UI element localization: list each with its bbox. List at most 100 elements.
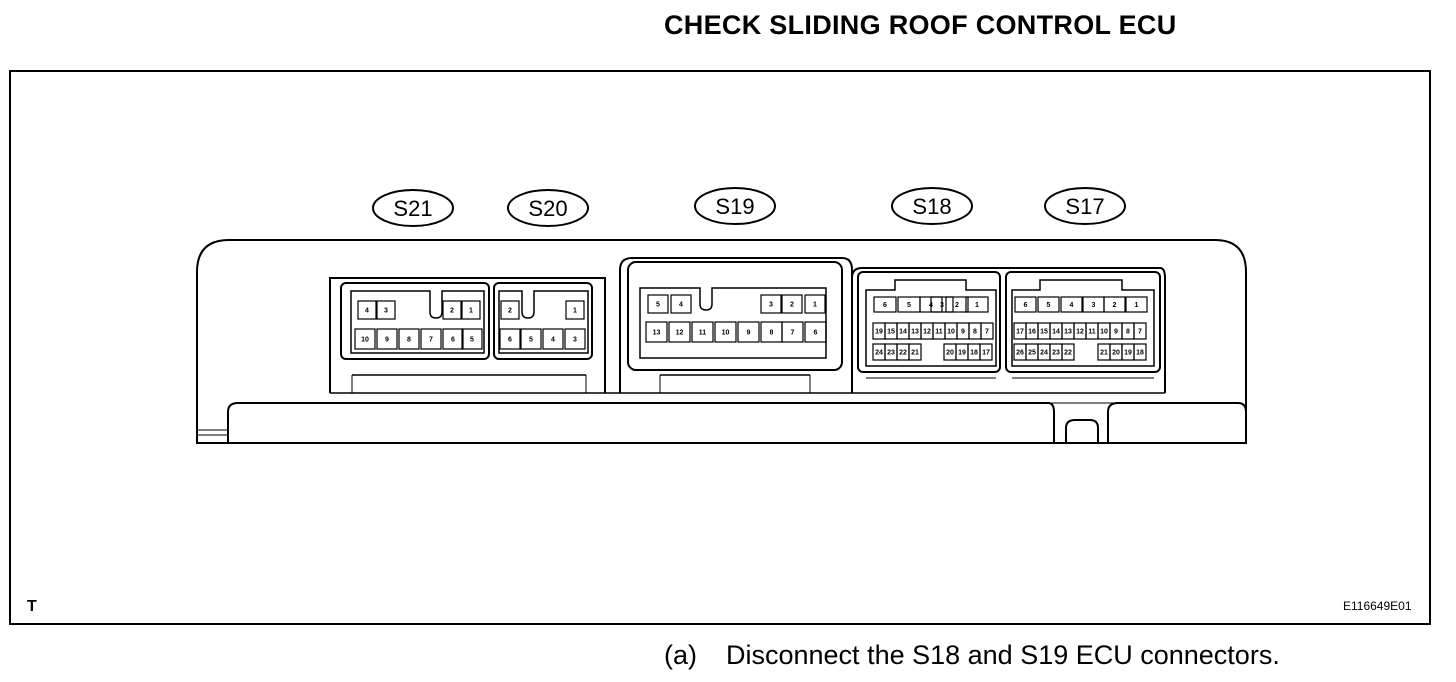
s18-pin-7: 7 — [985, 329, 989, 336]
s19-pin-9: 9 — [747, 330, 751, 337]
s18-pin-23: 23 — [887, 350, 895, 357]
connector-label-s18: S18 — [912, 194, 951, 219]
s17-pin-23: 23 — [1052, 350, 1060, 357]
s21-pin-10-cell — [354, 328, 376, 350]
s18-pin-21: 21 — [911, 350, 919, 357]
s19-pin-9-cell — [737, 321, 760, 343]
s18-pin-10: 10 — [947, 329, 955, 336]
s21-pin-3-cell — [376, 300, 396, 320]
s17-pin-19: 19 — [1124, 350, 1132, 357]
s18-pin-3-cell — [930, 296, 954, 313]
s17-pin-6-cell — [1014, 296, 1037, 313]
s18-pin-12: 12 — [923, 329, 931, 336]
s21-pin-7: 7 — [429, 337, 433, 344]
s18-pin-15: 15 — [887, 329, 895, 336]
s17-pin-4-cell — [1060, 296, 1083, 313]
s17-pin-6: 6 — [1024, 302, 1028, 309]
s17-pin-8: 8 — [1126, 329, 1130, 336]
s18-pin-1-cell — [965, 296, 989, 313]
step-letter: (a) — [664, 640, 697, 670]
s20-pin-2: 2 — [508, 308, 512, 315]
s17-pin-16: 16 — [1028, 329, 1036, 336]
s19-pin-13-cell — [645, 321, 668, 343]
s19-pin-11-cell — [691, 321, 714, 343]
s19-pin-2-cell — [781, 294, 803, 314]
s21-pin-1-cell — [461, 300, 481, 320]
s17-pin-11: 11 — [1088, 329, 1096, 336]
s18-pin-21-cell — [908, 343, 922, 361]
s19-pin-13: 13 — [653, 330, 661, 337]
s17-pin-5: 5 — [1047, 302, 1051, 309]
connector-label-s20: S20 — [528, 196, 567, 221]
s21-pin-8-cell — [398, 328, 420, 350]
connector-labels: S21 S20 S19 S18 S17 — [372, 187, 1126, 227]
s17-pin-7-cell — [1133, 322, 1147, 340]
s18-pin-1: 1 — [975, 302, 979, 309]
s17-pin-14: 14 — [1052, 329, 1060, 336]
figure-id: E116649E01 — [1343, 599, 1412, 613]
instruction-step: (a) Disconnect the S18 and S19 ECU connec… — [664, 640, 1280, 671]
s19-pin-5-cell — [647, 294, 669, 314]
s17-pin-22-cell — [1061, 343, 1075, 361]
s17-pin-10: 10 — [1100, 329, 1108, 336]
s20-pin-1-cell — [565, 300, 585, 320]
s18-pin-8: 8 — [973, 329, 977, 336]
s19-pin-12-cell — [668, 321, 691, 343]
s19-pin-4-cell — [670, 294, 692, 314]
s19-pin-3: 3 — [769, 302, 773, 309]
s18-pin-2-cell — [945, 296, 969, 313]
s21-pin-5: 5 — [470, 337, 474, 344]
s17-pin-12: 12 — [1076, 329, 1084, 336]
s18-pin-14: 14 — [899, 329, 907, 336]
s17-pin-7: 7 — [1138, 329, 1142, 336]
s18-pin-17-cell — [979, 343, 993, 361]
s17-pin-20: 20 — [1112, 350, 1120, 357]
s17-pin-1-cell — [1125, 296, 1148, 313]
s19-pin-1-cell — [804, 294, 826, 314]
s21-pin-6-cell — [442, 328, 464, 350]
s18-pin-18: 18 — [970, 350, 978, 357]
s21-pin-9: 9 — [385, 337, 389, 344]
s18-pin-7-cell — [980, 322, 994, 340]
diagram-frame — [9, 70, 1431, 625]
s19-pin-1: 1 — [813, 302, 817, 309]
s19-pin-12: 12 — [676, 330, 684, 337]
connector-label-s19: S19 — [715, 194, 754, 219]
s21-pin-2: 2 — [450, 308, 454, 315]
s17-pin-17: 17 — [1016, 329, 1024, 336]
s21-pin-2-cell — [442, 300, 462, 320]
s18-pin-24: 24 — [875, 350, 883, 357]
s19-pin-11: 11 — [699, 330, 707, 337]
s17-pin-18: 18 — [1136, 350, 1144, 357]
s18-pin-19: 19 — [875, 329, 883, 336]
page-title: CHECK SLIDING ROOF CONTROL ECU — [664, 10, 1177, 40]
s18-pin-13: 13 — [911, 329, 919, 336]
s20-pin-5-cell — [520, 328, 542, 350]
s19-pin-6-cell — [804, 321, 827, 343]
s20-pin-3-cell — [564, 328, 586, 350]
s18-pin-2: 2 — [955, 302, 959, 309]
s17-pin-24: 24 — [1040, 350, 1048, 357]
s17-pin-4: 4 — [1070, 302, 1074, 309]
s19-pin-4: 4 — [679, 302, 683, 309]
s20-pin-1: 1 — [573, 308, 577, 315]
s20-pin-6-cell — [499, 328, 521, 350]
step-text: Disconnect the S18 and S19 ECU connector… — [726, 640, 1280, 670]
s21-pin-4-cell — [357, 300, 377, 320]
s17-pin-9: 9 — [1114, 329, 1118, 336]
s21-pin-1: 1 — [469, 308, 473, 315]
s17-pin-2-cell — [1103, 296, 1126, 313]
s19-pin-3-cell — [760, 294, 782, 314]
s19-pin-10-cell — [714, 321, 737, 343]
ecu-housing — [196, 239, 1247, 444]
s17-pin-2: 2 — [1113, 302, 1117, 309]
s18-pin-6: 6 — [883, 302, 887, 309]
s20-pin-4-cell — [542, 328, 564, 350]
s21-pin-5-cell — [461, 328, 483, 350]
s18-pin-3: 3 — [940, 302, 944, 309]
s19-pin-5: 5 — [656, 302, 660, 309]
s17-pin-26: 26 — [1016, 350, 1024, 357]
s18-pin-11: 11 — [935, 329, 943, 336]
